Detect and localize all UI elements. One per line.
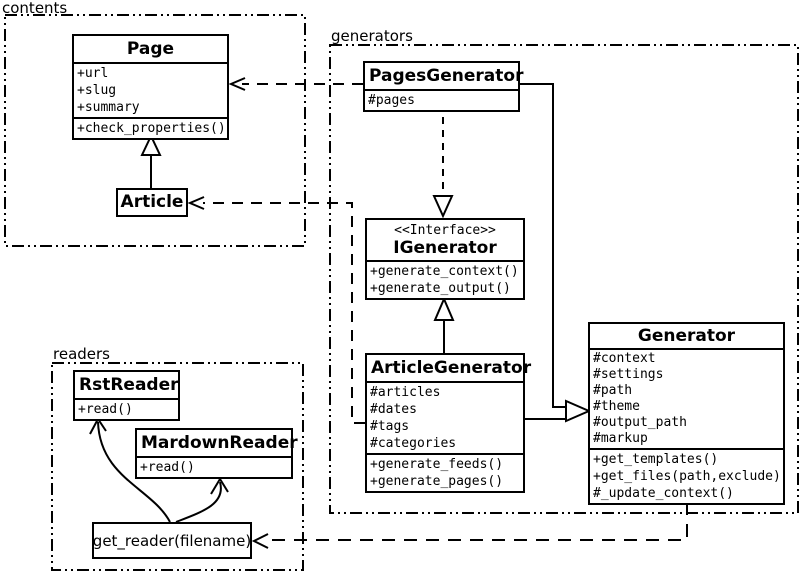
- class-igenerator-stereotype: <<Interface>>: [394, 223, 496, 238]
- attribute: #dates: [370, 402, 417, 417]
- class-rstreader-title: RstReader: [75, 372, 179, 400]
- class-igenerator-methods: +generate_context() +generate_output(): [367, 262, 523, 298]
- class-mardownreader-methods: +read(): [137, 458, 291, 477]
- class-page-title: Page: [74, 36, 227, 64]
- class-article: Article: [116, 188, 188, 217]
- class-articlegenerator-title: ArticleGenerator: [367, 355, 531, 383]
- method: +generate_feeds(): [370, 457, 504, 472]
- attribute: +summary: [77, 100, 140, 115]
- class-articlegenerator-attributes: #articles #dates #tags #categories: [367, 383, 523, 453]
- generalization-articlegenerator-to-igenerator: [433, 296, 455, 353]
- class-page-attributes: +url +slug +summary: [74, 64, 227, 117]
- attribute: #theme: [593, 399, 640, 414]
- arrow-getreader-to-mardownreader: [175, 477, 229, 523]
- attribute: #context: [593, 351, 656, 366]
- class-page-methods: +check_properties(): [74, 117, 227, 138]
- method: +get_templates(): [593, 452, 719, 467]
- attribute: #settings: [593, 367, 664, 382]
- function-get-reader: get_reader(filename): [92, 522, 252, 559]
- class-igenerator-title: IGenerator: [393, 238, 497, 258]
- package-generators-label: generators: [331, 27, 413, 45]
- class-generator-title: Generator: [590, 324, 783, 350]
- method: +get_files(path,exclude): [593, 469, 781, 484]
- dependency-articlegenerator-to-article: [187, 196, 365, 424]
- package-contents-border: [4, 14, 306, 247]
- dependency-pagesgenerator-to-page: [228, 77, 363, 91]
- class-rstreader: RstReader +read(): [73, 370, 180, 421]
- class-articlegenerator-methods: +generate_feeds() +generate_pages(): [367, 453, 523, 491]
- generalization-article-to-page: [140, 133, 162, 188]
- class-generator-methods: +get_templates() +get_files(path,exclude…: [590, 448, 783, 503]
- attribute: #tags: [370, 419, 410, 434]
- method: +generate_pages(): [370, 474, 504, 489]
- realization-pagesgenerator-to-igenerator: [432, 104, 454, 219]
- attribute: #categories: [370, 436, 457, 451]
- package-readers-label: readers: [53, 345, 110, 363]
- package-readers-border: [51, 362, 304, 571]
- attribute: #output_path: [593, 415, 687, 430]
- dependency-generator-to-getreader: [251, 502, 688, 549]
- method: #_update_context(): [593, 486, 734, 501]
- class-generator-attributes: #context #settings #path #theme #output_…: [590, 350, 783, 448]
- attribute: #articles: [370, 385, 441, 400]
- class-rstreader-methods: +read(): [75, 400, 178, 419]
- method: +read(): [78, 402, 133, 417]
- class-mardownreader: MardownReader +read(): [135, 428, 298, 479]
- class-pagesgenerator-attributes: #pages: [365, 91, 518, 110]
- class-article-title: Article: [120, 192, 184, 212]
- package-contents-label: contents: [2, 0, 68, 17]
- class-pagesgenerator-title: PagesGenerator: [365, 63, 523, 91]
- class-generator: Generator #context #settings #path #them…: [588, 322, 785, 505]
- class-page: Page +url +slug +summary +check_properti…: [72, 34, 229, 140]
- method: +generate_context(): [370, 264, 519, 279]
- package-generators-border: [329, 44, 799, 514]
- attribute: #markup: [593, 431, 648, 446]
- class-pagesgenerator: PagesGenerator #pages: [363, 61, 523, 112]
- attribute: +slug: [77, 83, 117, 98]
- attribute: #path: [593, 383, 633, 398]
- class-mardownreader-title: MardownReader: [137, 430, 298, 458]
- attribute: #pages: [368, 93, 415, 108]
- method: +read(): [140, 460, 195, 475]
- attribute: +url: [77, 66, 109, 81]
- class-articlegenerator: ArticleGenerator #articles #dates #tags …: [365, 353, 531, 493]
- class-igenerator: <<Interface>> IGenerator +generate_conte…: [365, 218, 525, 300]
- generalization-generators-to-generator: [520, 83, 592, 423]
- method: +generate_output(): [370, 281, 511, 296]
- function-get-reader-label: get_reader(filename): [92, 531, 252, 550]
- class-igenerator-header: <<Interface>> IGenerator: [367, 220, 523, 262]
- method: +check_properties(): [77, 121, 226, 136]
